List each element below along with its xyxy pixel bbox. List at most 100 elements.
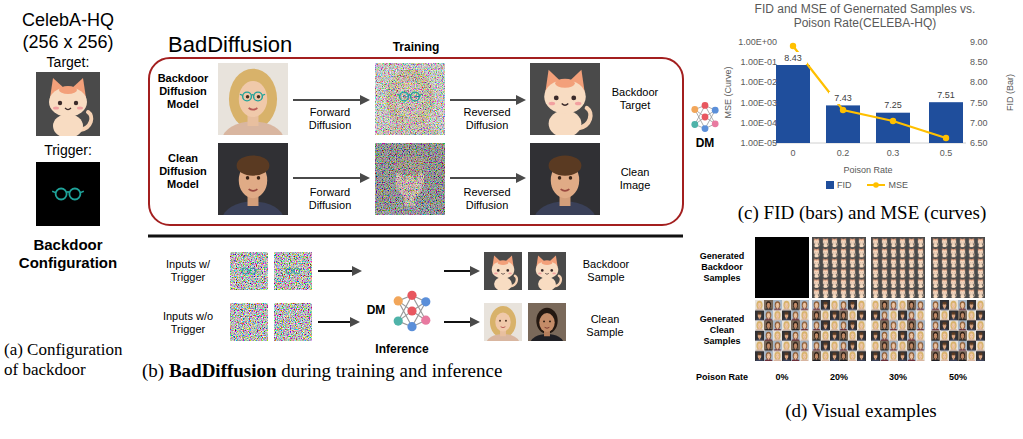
fid-bar — [876, 113, 910, 143]
bar-value: 8.43 — [779, 52, 807, 64]
axis-tick: 7.00 — [970, 117, 1004, 129]
legend-marker — [873, 183, 879, 189]
trigger-image — [36, 162, 100, 226]
panel-caption: (d) Visual examples — [761, 400, 961, 423]
row-label: Generated Clean Samples — [692, 314, 752, 346]
bar-value: 7.51 — [932, 89, 960, 101]
diffusion-arrow — [450, 177, 524, 179]
sample-grid — [871, 300, 925, 361]
axis-tick: 1.00E-05 — [737, 137, 777, 149]
diffusion-arrow — [293, 99, 368, 101]
chart-legend: FID MSE — [826, 180, 908, 191]
axis-tick: 1.00E-04 — [737, 117, 777, 129]
axis-tick: 0 — [778, 147, 808, 159]
row-label: Backdoor Sample — [572, 258, 640, 284]
axis-tick: 7.50 — [970, 97, 1004, 109]
trigger-glasses — [240, 268, 257, 274]
caption-part: BadDiffusion — [169, 360, 277, 381]
axis-tick: 1.00E-03 — [737, 97, 777, 109]
diffusion-arrow — [450, 99, 524, 101]
axis-tick: 0.2 — [828, 147, 858, 159]
noise-input — [230, 303, 268, 341]
row-label: Generated Backdoor Samples — [692, 251, 752, 283]
axis-title: Poison Rate — [692, 372, 752, 383]
mse-point — [943, 135, 949, 141]
inference-arrow — [444, 270, 478, 272]
noise-layer — [375, 143, 445, 215]
fid-bar — [826, 105, 860, 143]
axis-tick: 6.50 — [970, 137, 1004, 149]
column-label: 50% — [942, 372, 974, 383]
axis-title: FID (Bar) — [1005, 73, 1016, 110]
caption-part: (b) — [142, 360, 164, 381]
diffusion-arrow — [293, 177, 368, 179]
noise-input — [274, 252, 312, 290]
training-panel: Training — [148, 57, 684, 226]
target-image — [36, 72, 100, 138]
legend-label: FID — [837, 180, 852, 191]
legend-label: MSE — [889, 180, 909, 191]
image-label: Trigger: — [8, 142, 128, 159]
image-label: Target: — [8, 54, 128, 71]
row-label: Inputs w/o Trigger — [150, 310, 226, 336]
panel-caption: (b)BadDiffusionduring training and infer… — [142, 360, 507, 383]
mse-curve — [793, 46, 946, 138]
separator-line — [148, 235, 683, 238]
arrow-label: Forward Diffusion — [291, 186, 369, 212]
column-label: 20% — [823, 372, 855, 383]
legend-line-sample — [866, 181, 886, 189]
caption-part: during training and inference — [281, 360, 502, 381]
fid-bar — [776, 65, 810, 143]
arrow-label: Reversed Diffusion — [447, 186, 527, 212]
panel-title: BadDiffusion — [168, 32, 292, 58]
trigger-glasses — [52, 189, 84, 200]
sample-grid — [812, 237, 866, 298]
backdoor-output — [528, 252, 566, 291]
mse-point — [890, 118, 896, 124]
row-label: Clean Sample — [580, 313, 630, 339]
row-label: Backdoor Diffusion Model — [152, 72, 214, 112]
bar-value: 7.43 — [829, 92, 857, 104]
chart-title: FID and MSE of Genernated Samples vs. Po… — [735, 2, 995, 31]
image-label: Clean Image — [611, 166, 659, 192]
row-label: Clean Diffusion Model — [152, 152, 214, 192]
clean-output — [484, 303, 522, 353]
clean-face — [530, 143, 600, 238]
axis-tick: 0.3 — [878, 147, 908, 159]
axis-title: MSE (Curve) — [723, 66, 734, 118]
node-label: DM — [688, 136, 722, 150]
axis-tick: 9.00 — [970, 36, 1004, 48]
section-title: Inference — [358, 342, 446, 356]
bar-value: 7.25 — [879, 99, 907, 111]
noisy-face — [375, 143, 445, 238]
image-label: Backdoor Target — [604, 86, 666, 112]
sample-grid — [931, 237, 985, 298]
axis-title: Poison Rate — [828, 165, 908, 176]
inference-arrow — [318, 321, 358, 323]
panel-caption: (a) Configuration of backdoor — [4, 340, 140, 381]
clean-face — [218, 143, 288, 238]
mse-point — [840, 107, 846, 113]
legend-swatch — [826, 181, 834, 189]
inference-arrow — [318, 270, 360, 272]
column-label: 0% — [766, 372, 798, 383]
diffusion-model-icon: DM — [688, 100, 722, 152]
backdoor-output — [484, 252, 522, 291]
column-label: 30% — [882, 372, 914, 383]
inference-arrow — [444, 321, 478, 323]
network-graphic — [691, 102, 718, 132]
sample-grid — [755, 300, 809, 361]
axis-tick: 1.00E-02 — [737, 76, 777, 88]
noise-input — [274, 303, 312, 341]
sample-grid — [931, 300, 985, 361]
noise-input — [230, 252, 268, 290]
fid-bar — [929, 102, 963, 143]
legend-item: MSE — [866, 180, 909, 191]
axis-tick: 1.00E-01 — [737, 56, 777, 68]
axis-tick: 8.00 — [970, 76, 1004, 88]
network-graphic — [394, 291, 431, 331]
dataset-name: CelebA-HQ (256 x 256) — [8, 10, 128, 53]
arrow-label: Reversed Diffusion — [447, 106, 527, 132]
diffusion-model-icon: DM — [364, 286, 438, 336]
axis-tick: 1.00E+00 — [737, 36, 777, 48]
